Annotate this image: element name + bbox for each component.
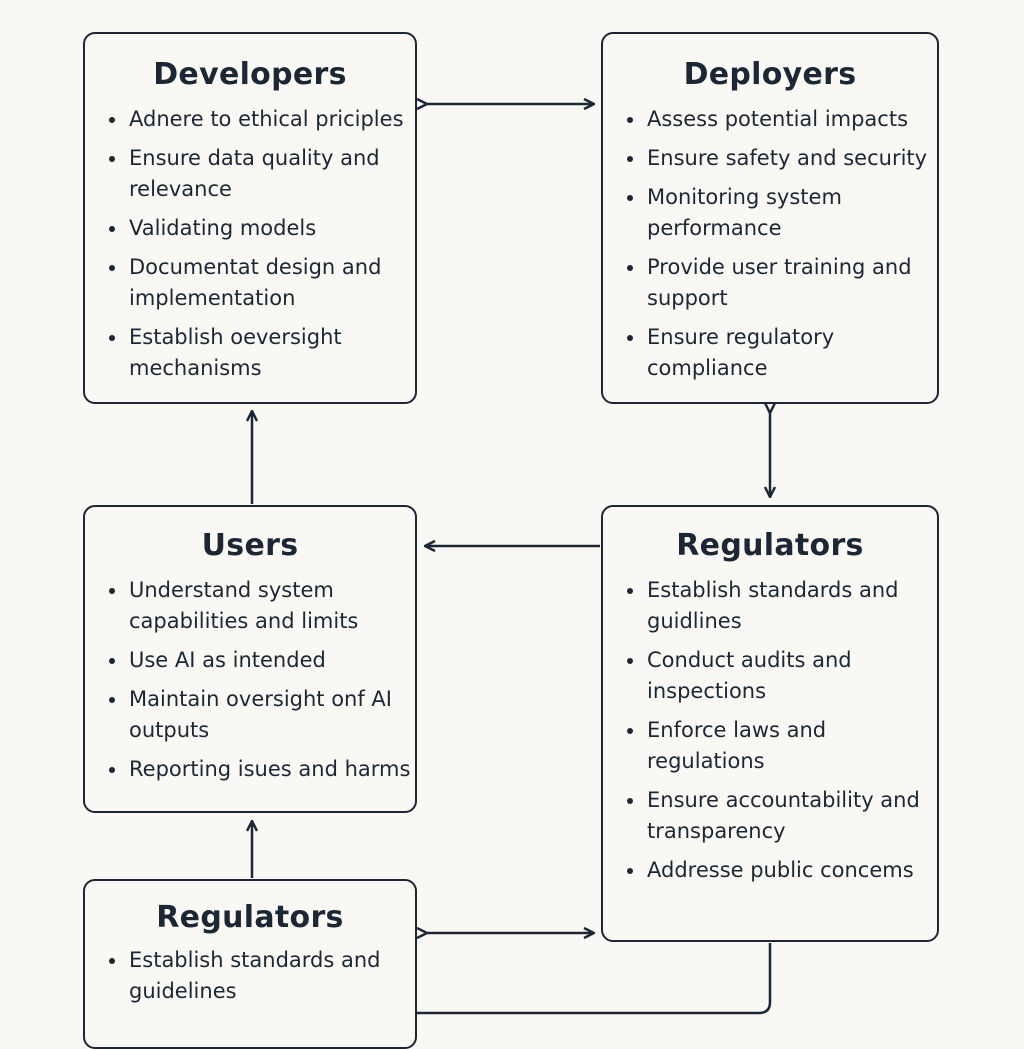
list-item: Adnere to ethical priciples	[85, 104, 415, 135]
regulators-bottom-title: Regulators	[156, 900, 344, 935]
users-title: Users	[201, 528, 299, 563]
deployers-list: Assess potential impacts Ensure safety a…	[603, 104, 937, 384]
list-item: Validating models	[85, 213, 415, 244]
deployers-title: Deployers	[683, 57, 857, 92]
list-item: Addresse public concems	[603, 855, 937, 886]
regulators-right-list: Establish standards and guidlines Conduc…	[603, 575, 937, 886]
list-item: Provide user training and support	[603, 252, 937, 314]
list-item: Use AI as intended	[85, 645, 415, 676]
list-item: Establish oeversight mechanisms	[85, 322, 415, 384]
list-item: Conduct audits and inspections	[603, 645, 937, 707]
users-list: Understand system capabilities and limit…	[85, 575, 415, 785]
list-item: Monitoring system performance	[603, 182, 937, 244]
list-item: Reporting isues and harms	[85, 754, 415, 785]
list-item: Ensure safety and security	[603, 143, 937, 174]
deployers-box: Deployers Assess potential impacts Ensur…	[601, 32, 939, 404]
list-item: Establish standards and guidlines	[603, 575, 937, 637]
users-box: Users Understand system capabilities and…	[83, 505, 417, 813]
regulators-right-box: Regulators Establish standards and guidl…	[601, 505, 939, 942]
developers-title: Developers	[153, 57, 347, 92]
regulators-bottom-list: Establish standards and guidelines	[85, 945, 415, 1007]
connector-layer	[0, 0, 1024, 1015]
developers-box: Developers Adnere to ethical priciples E…	[83, 32, 417, 404]
list-item: Ensure regulatory compliance	[603, 322, 937, 384]
list-item: Understand system capabilities and limit…	[85, 575, 415, 637]
developers-list: Adnere to ethical priciples Ensure data …	[85, 104, 415, 384]
list-item: Assess potential impacts	[603, 104, 937, 135]
regulators-right-title: Regulators	[676, 528, 864, 563]
list-item: Enforce laws and regulations	[603, 715, 937, 777]
connector-right-regulators-to-bottom	[417, 943, 772, 1015]
list-item: Maintain oversight onf AI outputs	[85, 684, 415, 746]
regulators-bottom-box: Regulators Establish standards and guide…	[83, 879, 417, 1049]
list-item: Establish standards and guidelines	[85, 945, 415, 1007]
list-item: Ensure accountability and transparency	[603, 785, 937, 847]
list-item: Documentat design and implementation	[85, 252, 415, 314]
list-item: Ensure data quality and relevance	[85, 143, 415, 205]
